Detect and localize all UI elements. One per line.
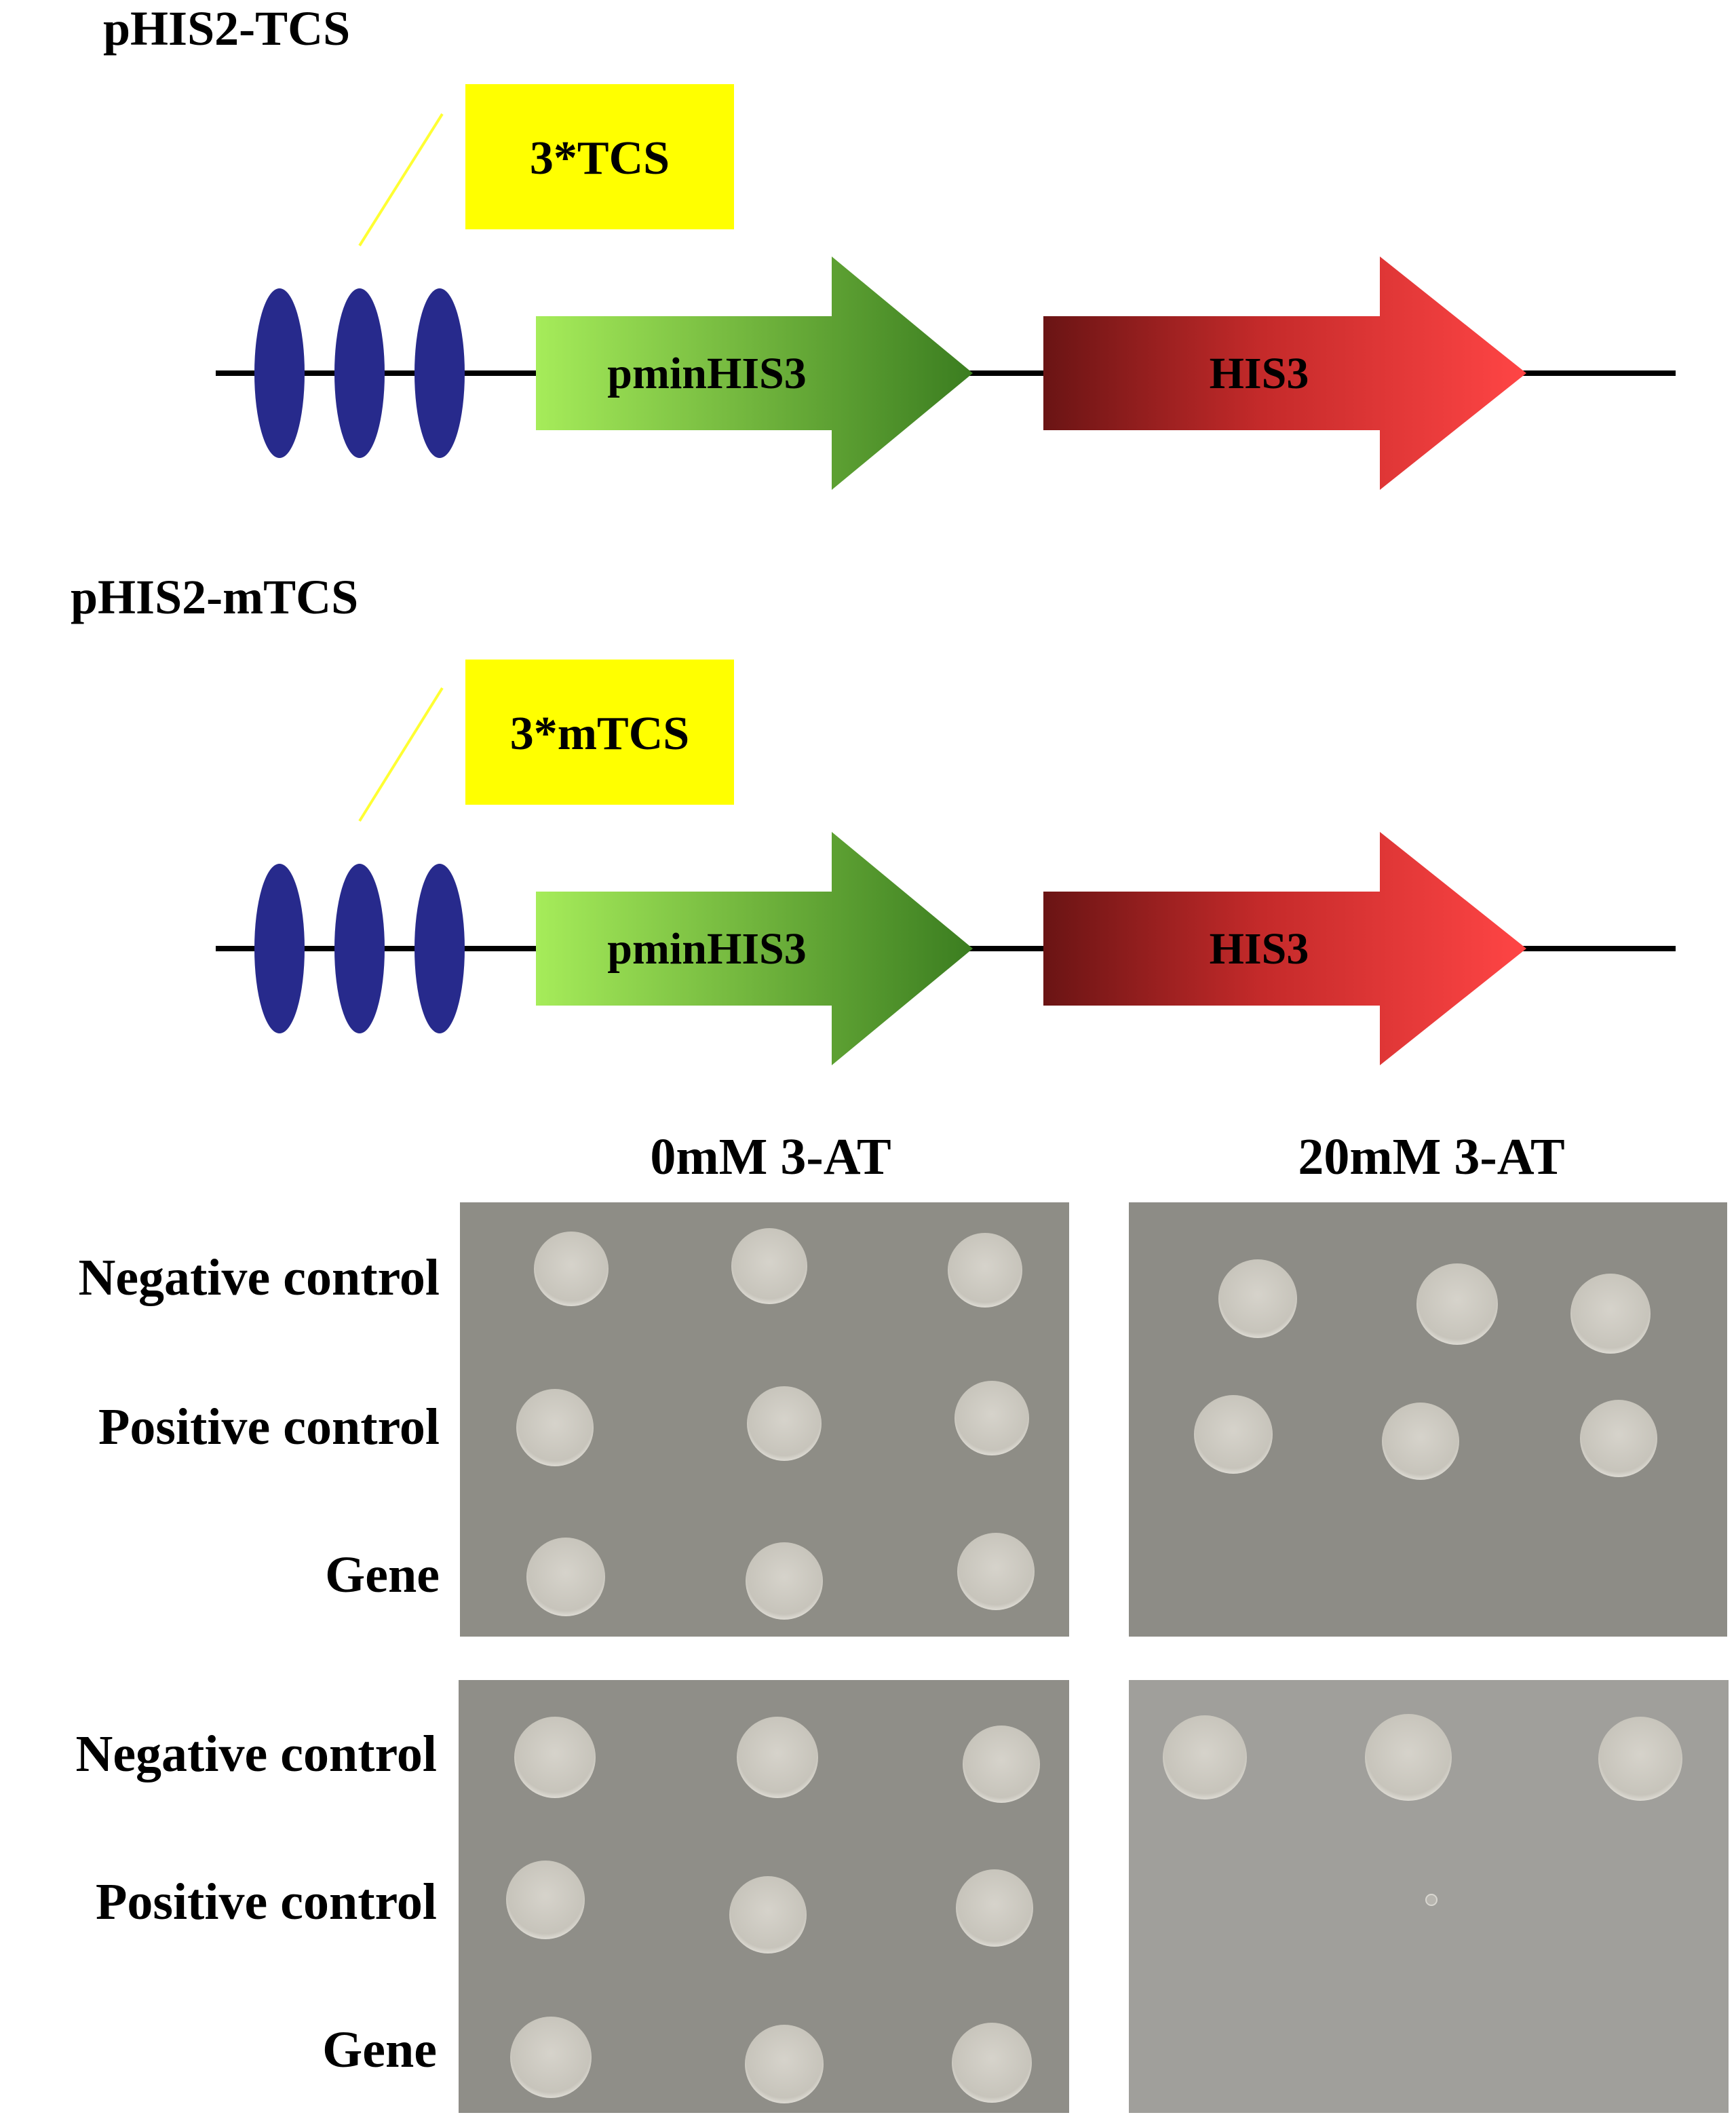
binding-site-3: [414, 864, 465, 1033]
construct-tcs: pHIS2-TCS 3*TCS pminHIS3 HIS3: [103, 1, 1676, 490]
colony: [1570, 1274, 1651, 1354]
colony-row-gene: [526, 1533, 1035, 1620]
pointer-line: [358, 687, 444, 822]
element-label: 3*mTCS: [510, 708, 689, 760]
colony: [737, 1717, 818, 1798]
colony: [956, 1869, 1033, 1947]
colony: [747, 1386, 822, 1461]
colony-row-negative: [1218, 1259, 1651, 1354]
colony: [516, 1389, 594, 1466]
element-box: [465, 660, 734, 805]
colony-row-positive: [1194, 1395, 1657, 1480]
row-label: Gene: [325, 1546, 440, 1603]
colony: [1218, 1259, 1297, 1338]
reporter-arrow: [1043, 832, 1526, 1065]
element-label: 3*TCS: [530, 132, 670, 185]
colony: [952, 2023, 1032, 2103]
colony: [526, 1538, 605, 1616]
colony: [1163, 1715, 1247, 1799]
colony-row-negative: [514, 1717, 1040, 1803]
colony: [746, 1542, 823, 1620]
colony-row-gene: [510, 2017, 1032, 2103]
colony: [534, 1232, 609, 1306]
colony-row-negative: [534, 1228, 1022, 1308]
colony: [1580, 1400, 1657, 1477]
colony: [510, 2017, 592, 2098]
plate-tcs-20mM: [1129, 1202, 1727, 1637]
pointer-line: [358, 113, 444, 247]
plate-tcs-0mM: [460, 1202, 1069, 1637]
colony: [963, 1725, 1040, 1803]
colony-row-positive: [506, 1861, 1033, 1953]
colony: [506, 1861, 585, 1939]
row-label: Negative control: [75, 1725, 437, 1782]
binding-site-2: [334, 288, 385, 458]
promoter-arrow: [536, 256, 973, 490]
colony: [1382, 1403, 1459, 1480]
promoter-arrow: [536, 832, 973, 1065]
colony: [957, 1533, 1035, 1610]
colony: [948, 1233, 1022, 1308]
construct-title: pHIS2-mTCS: [71, 570, 358, 624]
debris-speck: [1425, 1894, 1438, 1906]
row-label: Positive control: [98, 1398, 440, 1455]
reporter-label: HIS3: [1210, 349, 1309, 398]
row-label: Positive control: [96, 1873, 437, 1930]
colony: [1598, 1717, 1682, 1801]
binding-site-1: [254, 864, 305, 1033]
column-header-0mM: 0mM 3-AT: [650, 1128, 891, 1185]
binding-site-1: [254, 288, 305, 458]
colony: [1194, 1395, 1273, 1474]
binding-site-3: [414, 288, 465, 458]
colony-row-negative: [1163, 1714, 1682, 1801]
reporter-arrow: [1043, 256, 1526, 490]
element-box: [465, 84, 734, 229]
row-labels-bottom: Negative control Positive control Gene: [75, 1725, 437, 2078]
promoter-label: pminHIS3: [607, 924, 806, 974]
promoter-label: pminHIS3: [607, 349, 806, 398]
row-labels-top: Negative control Positive control Gene: [78, 1249, 440, 1603]
construct-mtcs: pHIS2-mTCS 3*mTCS pminHIS3 HIS3: [71, 570, 1676, 1065]
colony: [731, 1228, 807, 1304]
colony: [514, 1717, 596, 1798]
colony-row-positive: [516, 1381, 1029, 1466]
colony: [729, 1876, 807, 1953]
colony: [745, 2025, 824, 2103]
column-header-20mM: 20mM 3-AT: [1298, 1128, 1564, 1185]
colony: [1365, 1714, 1452, 1801]
colony: [954, 1381, 1029, 1455]
binding-site-2: [334, 864, 385, 1033]
row-label: Negative control: [78, 1249, 440, 1306]
plate-mtcs-20mM: [1129, 1680, 1729, 2113]
row-label: Gene: [322, 2021, 437, 2078]
construct-title: pHIS2-TCS: [103, 1, 350, 56]
reporter-label: HIS3: [1210, 924, 1309, 974]
plate-mtcs-0mM: [459, 1680, 1069, 2113]
colony: [1416, 1263, 1498, 1345]
